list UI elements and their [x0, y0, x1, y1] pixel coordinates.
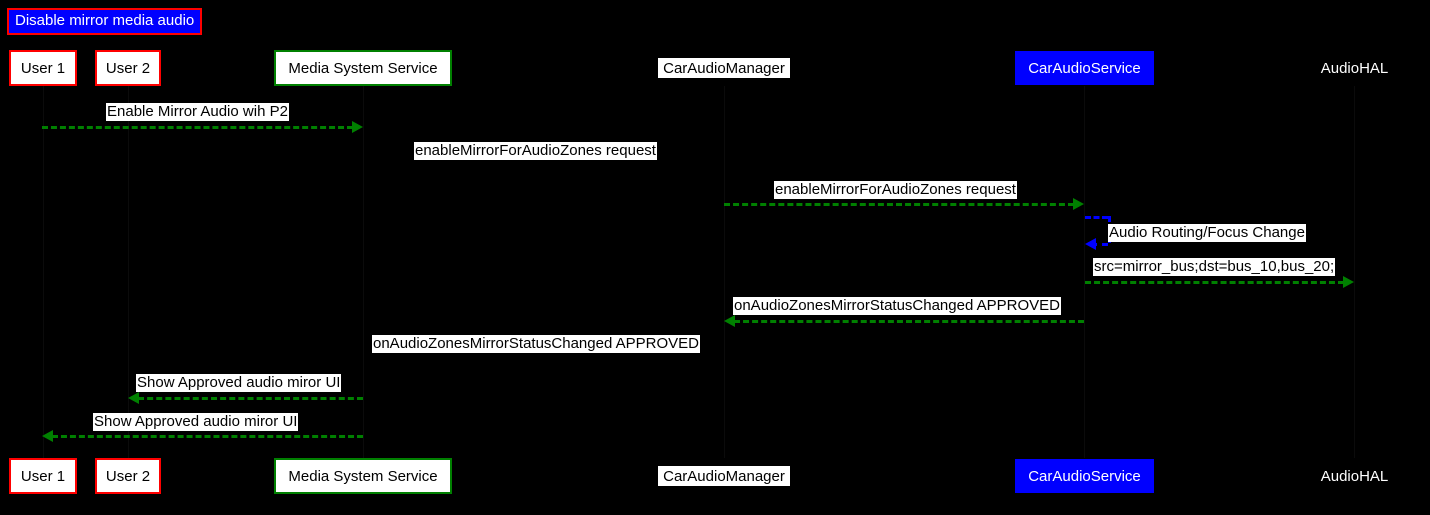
message-arrowhead-icon	[1343, 276, 1354, 288]
message-arrowhead-icon	[724, 315, 735, 327]
participant-mediasystemservice-footer: Media System Service	[274, 458, 452, 494]
participant-caraudiomanager-footer: CarAudioManager	[658, 466, 790, 486]
message-arrowhead-icon	[352, 121, 363, 133]
participant-label: CarAudioService	[1028, 59, 1141, 77]
message-line	[724, 203, 1074, 206]
message-arrowhead-icon	[1073, 198, 1084, 210]
message-label: onAudioZonesMirrorStatusChanged APPROVED	[733, 297, 1062, 315]
participant-user2-footer: User 2	[95, 458, 161, 494]
self-message-bottom-segment	[1091, 243, 1108, 246]
lifeline-user1	[43, 86, 44, 458]
participant-label: User 1	[20, 59, 66, 77]
message-arrowhead-icon	[128, 392, 139, 404]
participant-user1-header: User 1	[9, 50, 77, 86]
participant-label: CarAudioService	[1028, 467, 1141, 485]
message-label: Show Approved audio miror UI	[136, 374, 342, 392]
message-line	[42, 126, 353, 129]
message-arrowhead-icon	[42, 430, 53, 442]
lifeline-mediasystemservice	[363, 86, 364, 458]
message-line	[138, 397, 363, 400]
participant-label: AudioHAL	[1320, 59, 1389, 77]
lifeline-caraudiomanager	[724, 86, 725, 458]
participant-user1-footer: User 1	[9, 458, 77, 494]
self-message-top-segment	[1085, 216, 1108, 219]
lifeline-user2	[128, 86, 129, 458]
participant-label: AudioHAL	[1320, 467, 1389, 485]
participant-caraudiomanager-header: CarAudioManager	[658, 58, 790, 78]
message-label: enableMirrorForAudioZones request	[414, 142, 657, 160]
message-label: Enable Mirror Audio wih P2	[106, 103, 289, 121]
participant-label: User 2	[105, 59, 151, 77]
participant-audiohal-header: AudioHAL	[1316, 58, 1393, 78]
message-label: Audio Routing/Focus Change	[1108, 224, 1306, 242]
message-line	[734, 320, 1084, 323]
message-label: Show Approved audio miror UI	[93, 413, 299, 431]
message-line	[1085, 281, 1344, 284]
message-line	[52, 435, 363, 438]
message-label: src=mirror_bus;dst=bus_10,bus_20;	[1093, 258, 1336, 276]
participant-label: Media System Service	[288, 467, 438, 485]
participant-caraudioservice-footer: CarAudioService	[1015, 459, 1154, 493]
participant-label: CarAudioManager	[663, 467, 785, 485]
participant-audiohal-footer: AudioHAL	[1316, 466, 1393, 486]
self-message-arrowhead-icon	[1085, 238, 1096, 250]
participant-label: User 1	[20, 467, 66, 485]
participant-label: CarAudioManager	[663, 59, 785, 77]
participant-label: User 2	[105, 467, 151, 485]
participant-user2-header: User 2	[95, 50, 161, 86]
participant-mediasystemservice-header: Media System Service	[274, 50, 452, 86]
participant-label: Media System Service	[288, 59, 438, 77]
message-label: onAudioZonesMirrorStatusChanged APPROVED	[372, 335, 701, 353]
participant-caraudioservice-header: CarAudioService	[1015, 51, 1154, 85]
lifeline-audiohal	[1354, 86, 1355, 458]
lifeline-caraudioservice	[1084, 86, 1085, 458]
message-label: enableMirrorForAudioZones request	[774, 181, 1017, 199]
diagram-title: Disable mirror media audio	[7, 8, 203, 35]
